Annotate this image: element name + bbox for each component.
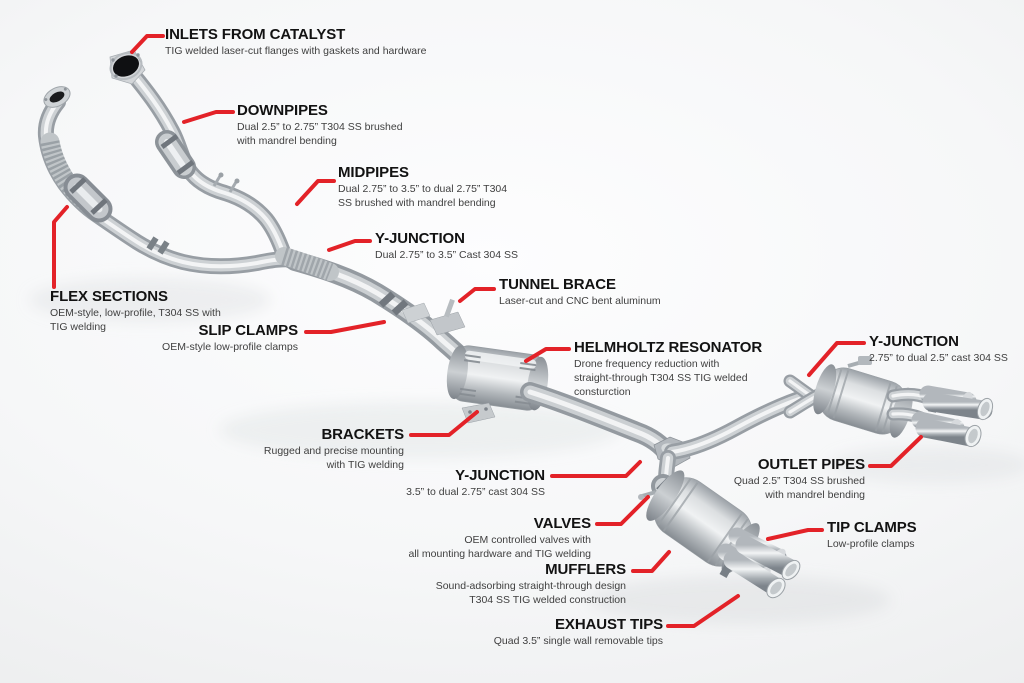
label-description: consturction bbox=[574, 386, 631, 398]
label-y-junction-rear: Y-JUNCTION 2.75” to dual 2.5” cast 304 S… bbox=[869, 333, 1008, 365]
leader-y-junction-center bbox=[550, 460, 642, 478]
label-description: TIG welded laser-cut flanges with gasket… bbox=[165, 45, 427, 57]
label-description: Low-profile clamps bbox=[827, 538, 915, 550]
label-mufflers: MUFFLERS Sound-adsorbing straight-throug… bbox=[436, 561, 626, 607]
label-brackets: BRACKETS Rugged and precise mounting wit… bbox=[264, 426, 404, 472]
label-title: TIP CLAMPS bbox=[827, 519, 917, 536]
hanger-bracket-rear bbox=[847, 356, 872, 368]
exhaust-tips-upper bbox=[911, 385, 994, 448]
label-description: straight-through T304 SS TIG welded bbox=[574, 372, 748, 384]
label-title: Y-JUNCTION bbox=[869, 333, 959, 350]
label-title: HELMHOLTZ RESONATOR bbox=[574, 339, 763, 356]
label-exhaust-tips: EXHAUST TIPS Quad 3.5” single wall remov… bbox=[494, 616, 663, 648]
label-slip-clamps: SLIP CLAMPS OEM-style low-profile clamps bbox=[162, 322, 298, 354]
label-description: OEM-style, low-profile, T304 SS with bbox=[50, 307, 221, 319]
leader-brackets bbox=[409, 410, 479, 437]
label-title: MUFFLERS bbox=[545, 561, 626, 578]
slip-clamp-bands bbox=[378, 291, 409, 316]
label-description: TIG welding bbox=[50, 321, 107, 333]
center-downpipe bbox=[131, 72, 298, 263]
leader-tunnel-brace bbox=[458, 287, 496, 303]
label-description: Dual 2.5” to 2.75” T304 SS brushed bbox=[237, 121, 403, 133]
leader-inlets-from-catalyst bbox=[130, 34, 165, 54]
label-title: FLEX SECTIONS bbox=[50, 288, 168, 305]
clamp-rings-left-pipe bbox=[146, 236, 170, 255]
label-downpipes: DOWNPIPES Dual 2.5” to 2.75” T304 SS bru… bbox=[237, 102, 403, 148]
exhaust-tips-lower bbox=[717, 527, 801, 599]
leader-lines bbox=[52, 34, 923, 628]
label-title: EXHAUST TIPS bbox=[555, 616, 663, 633]
label-description: with TIG welding bbox=[326, 459, 404, 471]
label-description: Dual 2.75” to 3.5” to dual 2.75” T304 bbox=[338, 183, 508, 195]
label-description: Drone frequency reduction with bbox=[574, 358, 720, 370]
label-helmholtz-resonator: HELMHOLTZ RESONATOR Drone frequency redu… bbox=[574, 339, 762, 399]
label-tip-clamps: TIP CLAMPS Low-profile clamps bbox=[827, 519, 917, 551]
label-description: Rugged and precise mounting bbox=[263, 445, 404, 457]
label-title: DOWNPIPES bbox=[237, 102, 328, 119]
label-outlet-pipes: OUTLET PIPES Quad 2.5” T304 SS brushed w… bbox=[734, 456, 865, 502]
slip-joint-downpipe bbox=[155, 130, 196, 179]
label-title: Y-JUNCTION bbox=[455, 467, 545, 484]
label-description: Quad 3.5” single wall removable tips bbox=[493, 635, 663, 647]
leader-mufflers bbox=[631, 550, 671, 573]
leader-y-junction-front bbox=[327, 239, 372, 252]
leader-y-junction-rear bbox=[807, 341, 866, 377]
label-description: Dual 2.75” to 3.5” Cast 304 SS bbox=[375, 249, 518, 261]
label-description: T304 SS TIG welded construction bbox=[469, 594, 626, 606]
label-flex-sections: FLEX SECTIONS OEM-style, low-profile, T3… bbox=[50, 288, 221, 334]
label-description: Quad 2.5” T304 SS brushed bbox=[733, 475, 865, 487]
catalyst-section bbox=[63, 173, 113, 223]
inlet-flange-center bbox=[109, 49, 146, 85]
label-inlets-from-catalyst: INLETS FROM CATALYST TIG welded laser-cu… bbox=[165, 26, 426, 58]
leader-midpipes bbox=[295, 179, 336, 206]
label-title: Y-JUNCTION bbox=[375, 230, 465, 247]
label-title: BRACKETS bbox=[321, 426, 404, 443]
label-midpipes: MIDPIPES Dual 2.75” to 3.5” to dual 2.75… bbox=[338, 164, 507, 210]
inlet-flange-left bbox=[43, 86, 71, 108]
leader-downpipes bbox=[182, 110, 235, 124]
label-title: INLETS FROM CATALYST bbox=[165, 26, 346, 43]
leader-valves bbox=[595, 495, 650, 526]
label-description: 3.5” to dual 2.75” cast 304 SS bbox=[406, 486, 545, 498]
y-junction-front-braid bbox=[275, 247, 339, 281]
label-tunnel-brace: TUNNEL BRACE Laser-cut and CNC bent alum… bbox=[499, 276, 661, 308]
label-description: with mandrel bending bbox=[765, 489, 865, 501]
label-description: 2.75” to dual 2.5” cast 304 SS bbox=[869, 352, 1008, 364]
label-y-junction-center: Y-JUNCTION 3.5” to dual 2.75” cast 304 S… bbox=[406, 467, 545, 499]
label-valves: VALVES OEM controlled valves with all mo… bbox=[409, 515, 592, 561]
label-title: TUNNEL BRACE bbox=[499, 276, 616, 293]
leader-flex-sections bbox=[52, 205, 69, 289]
label-description: with mandrel bending bbox=[237, 135, 337, 147]
ground-shadows bbox=[30, 278, 1024, 624]
leader-slip-clamps bbox=[304, 320, 386, 334]
leader-tip-clamps bbox=[766, 528, 824, 541]
label-title: SLIP CLAMPS bbox=[198, 322, 299, 339]
label-description: Sound-adsorbing straight-through design bbox=[435, 580, 626, 592]
leader-exhaust-tips bbox=[666, 594, 740, 628]
label-title: MIDPIPES bbox=[338, 164, 409, 181]
label-description: SS brushed with mandrel bending bbox=[338, 197, 496, 209]
label-description: OEM controlled valves with bbox=[464, 534, 591, 546]
leader-helmholtz-resonator bbox=[524, 347, 571, 363]
hanger-pins bbox=[212, 172, 240, 193]
label-description: Laser-cut and CNC bent aluminum bbox=[499, 295, 661, 307]
label-y-junction-front: Y-JUNCTION Dual 2.75” to 3.5” Cast 304 S… bbox=[375, 230, 518, 262]
label-title: OUTLET PIPES bbox=[757, 456, 865, 473]
label-description: all mounting hardware and TIG welding bbox=[408, 548, 592, 560]
leader-outlet-pipes bbox=[868, 435, 923, 468]
rear-branch-pipe-upper bbox=[672, 399, 799, 452]
label-description: OEM-style low-profile clamps bbox=[162, 341, 298, 353]
label-title: VALVES bbox=[533, 515, 591, 532]
tunnel-brace-plates bbox=[401, 298, 466, 336]
